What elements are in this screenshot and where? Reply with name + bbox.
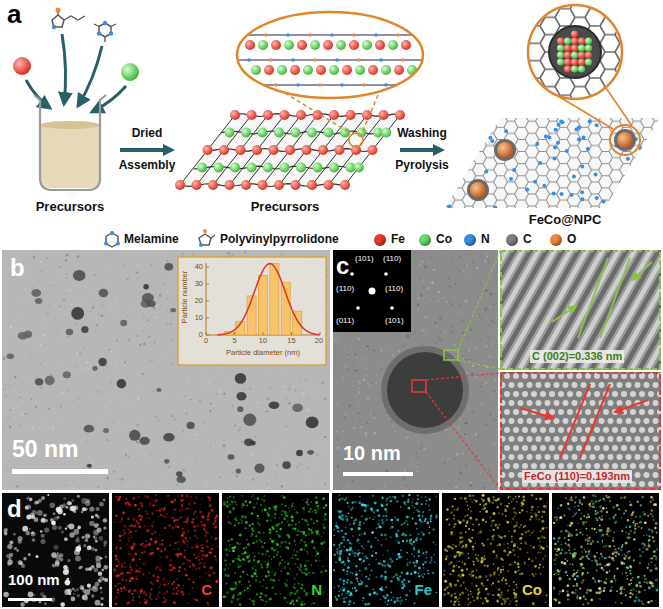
figure: PrecursorsPrecursorsFeCo@NPCb50 nmPartic… (0, 0, 663, 609)
